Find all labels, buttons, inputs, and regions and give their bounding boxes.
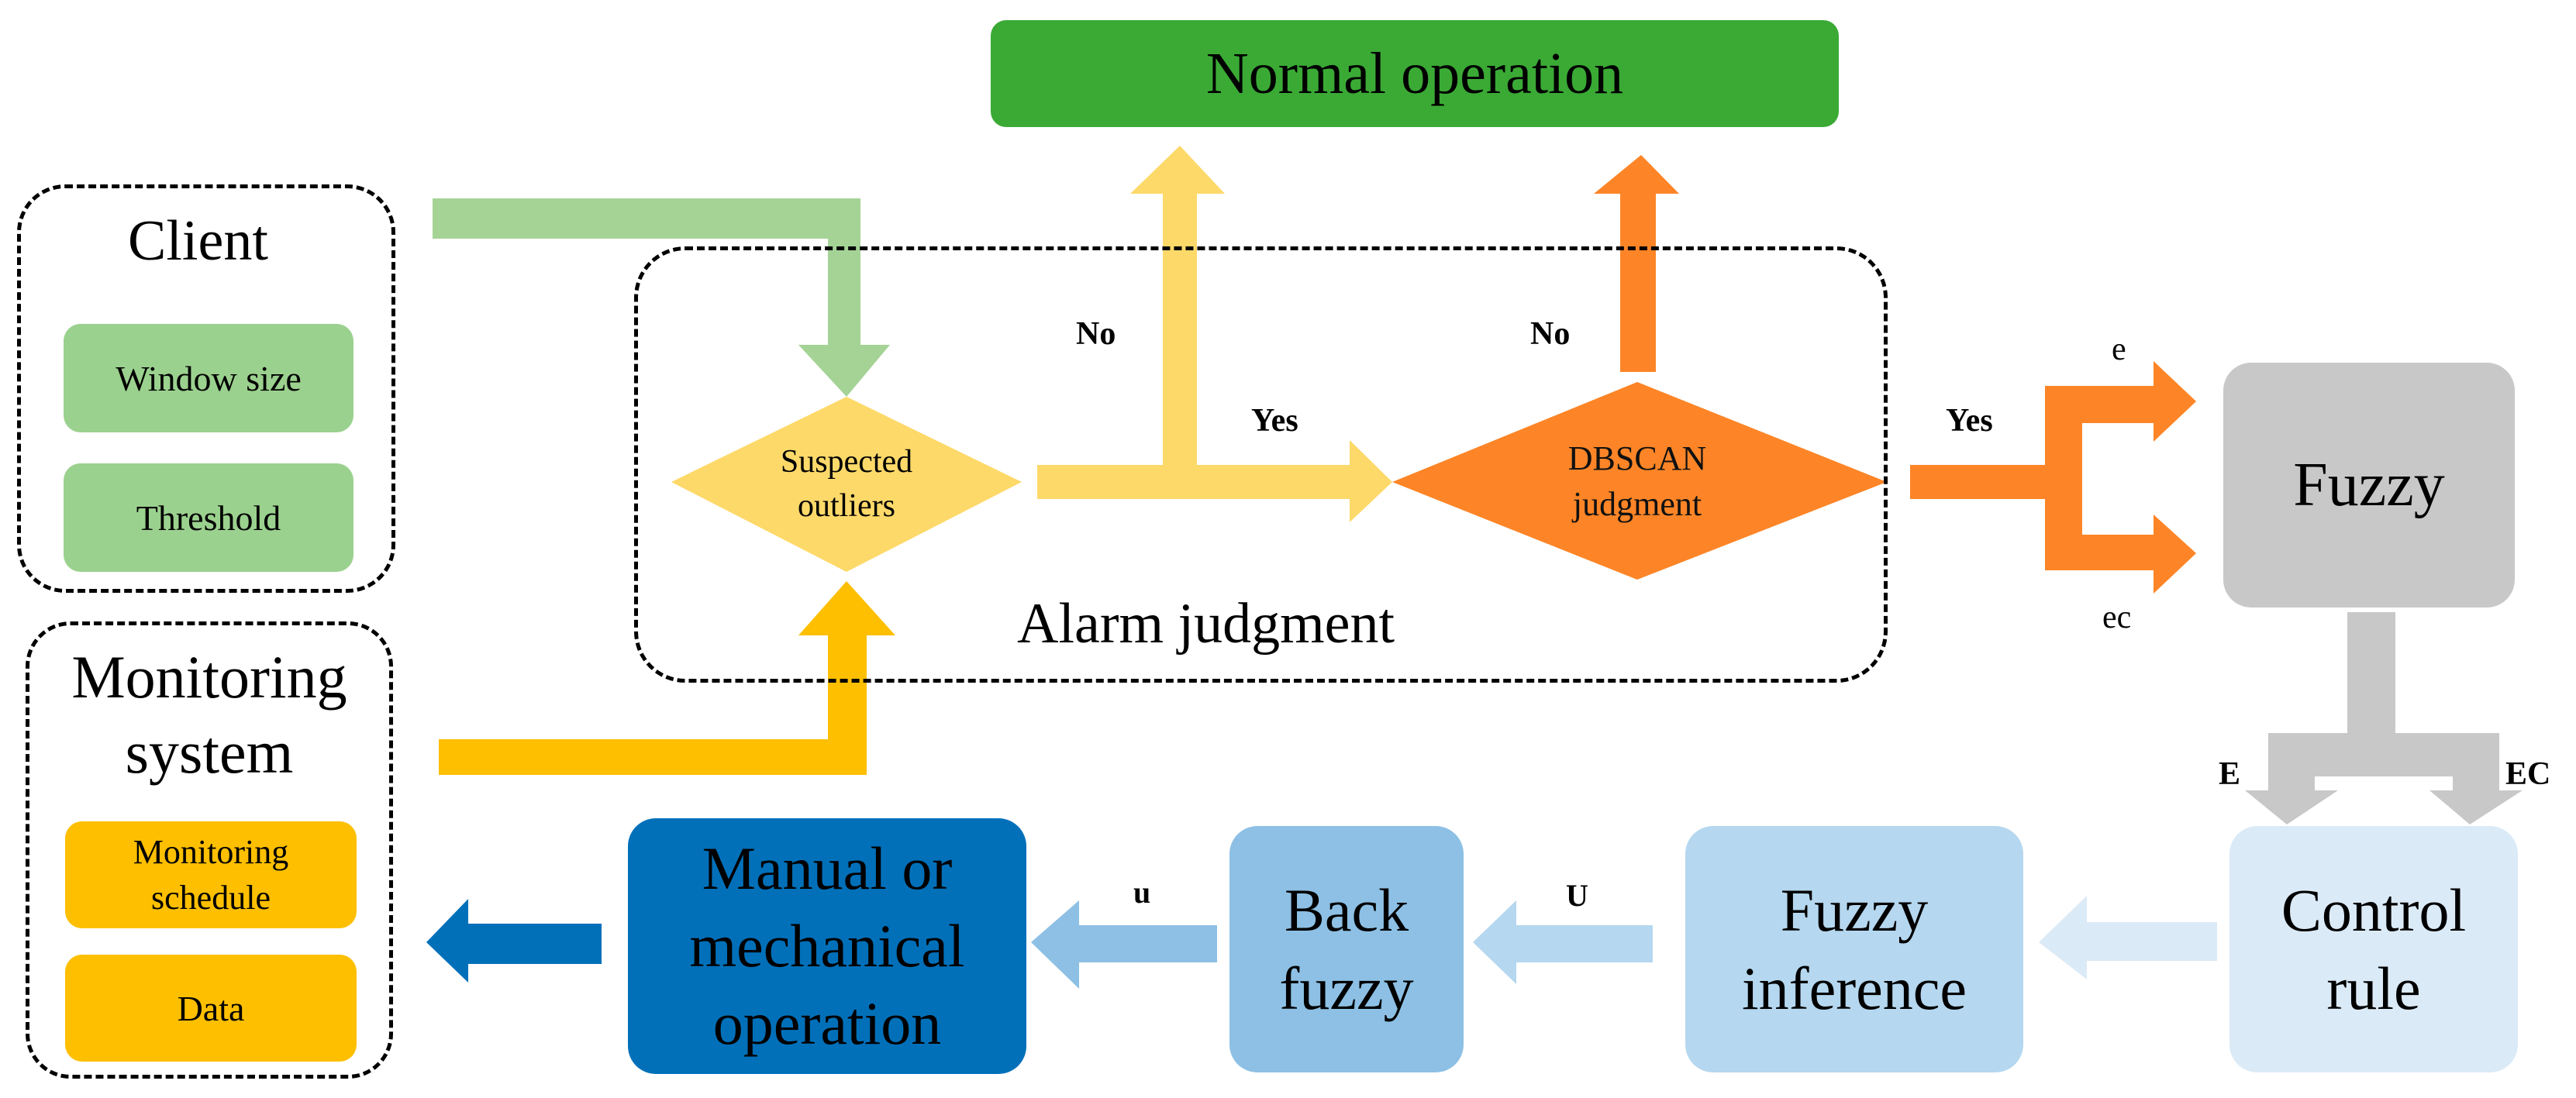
suspected-line-1: Suspected [780, 444, 913, 480]
client-title: Client [128, 209, 268, 273]
no-label-right: No [1530, 316, 1571, 352]
back-fuzzy-line-2: fuzzy [1279, 955, 1414, 1022]
EC-label: EC [2505, 756, 2551, 792]
data-box: Data [65, 955, 357, 1062]
monitoring-schedule-box: Monitoring schedule [65, 821, 357, 928]
yes-label-left: Yes [1251, 403, 1298, 439]
dbscan-diamond [1392, 382, 1887, 580]
monitoring-title-line-2: system [125, 718, 294, 786]
normal-operation-box: Normal operation [991, 20, 1839, 127]
monitoring-title-line-1: Monitoring [71, 642, 347, 711]
threshold-label: Threshold [136, 497, 281, 538]
E-label: E [2219, 756, 2241, 792]
data-label: Data [177, 988, 245, 1028]
fuzzy-inference-line-2: inference [1741, 955, 1967, 1022]
ec-label: ec [2102, 600, 2132, 635]
control-rule-box: Control rule [2229, 826, 2518, 1072]
back-fuzzy-box: Back fuzzy [1229, 826, 1464, 1072]
dbscan-yes-split-arrow [1910, 361, 2196, 594]
client-to-suspected-arrow [433, 198, 890, 397]
alarm-judgment-title: Alarm judgment [1017, 592, 1395, 656]
control-rule-line-2: rule [2326, 955, 2421, 1022]
suspected-line-2: outliers [798, 488, 895, 524]
fuzzy-box: Fuzzy [2223, 363, 2515, 608]
u-label: u [1133, 875, 1151, 910]
manual-line-3: operation [712, 989, 942, 1057]
manual-line-2: mechanical [689, 912, 965, 980]
normal-operation-label: Normal operation [1205, 40, 1624, 106]
fuzzy-split-arrow [2245, 612, 2523, 824]
suspected-no-up-arrow [1130, 146, 1225, 465]
inference-to-backfuzzy-arrow [1473, 900, 1653, 984]
monitoring-schedule-line-2: schedule [151, 879, 271, 917]
e-label: e [2112, 332, 2126, 367]
control-to-inference-arrow [2039, 896, 2217, 979]
window-size-label: Window size [116, 358, 302, 398]
dbscan-no-up-arrow [1594, 155, 1679, 372]
U-label: U [1566, 878, 1588, 913]
monitoring-title: Monitoring system [31, 637, 388, 792]
window-size-box: Window size [64, 324, 353, 432]
control-rule-line-1: Control [2281, 876, 2467, 944]
threshold-box: Threshold [64, 463, 353, 572]
no-label-left: No [1076, 316, 1116, 352]
suspected-to-dbscan-arrow [1037, 440, 1392, 522]
suspected-outliers-diamond [671, 397, 1022, 572]
manual-line-1: Manual or [702, 835, 953, 903]
manual-output-arrow [426, 899, 602, 983]
yes-label-right: Yes [1946, 403, 1993, 439]
dbscan-line-2: judgment [1572, 485, 1702, 523]
alarm-judgment-group [634, 246, 1888, 683]
fuzzy-label: Fuzzy [2293, 450, 2445, 519]
manual-operation-box: Manual or mechanical operation [628, 818, 1026, 1074]
back-fuzzy-line-1: Back [1284, 876, 1409, 944]
backfuzzy-to-manual-arrow [1031, 900, 1217, 989]
fuzzy-inference-line-1: Fuzzy [1780, 876, 1929, 944]
fuzzy-inference-box: Fuzzy inference [1685, 826, 2023, 1072]
dbscan-judgment-label: DBSCAN judgment [1521, 431, 1754, 532]
monitoring-schedule-line-1: Monitoring [133, 832, 289, 871]
monitoring-group [26, 621, 393, 1079]
client-group [17, 184, 395, 593]
suspected-outliers-label: Suspected outliers [730, 434, 963, 535]
monitoring-to-suspected-arrow [439, 581, 895, 775]
dbscan-line-1: DBSCAN [1567, 439, 1707, 477]
